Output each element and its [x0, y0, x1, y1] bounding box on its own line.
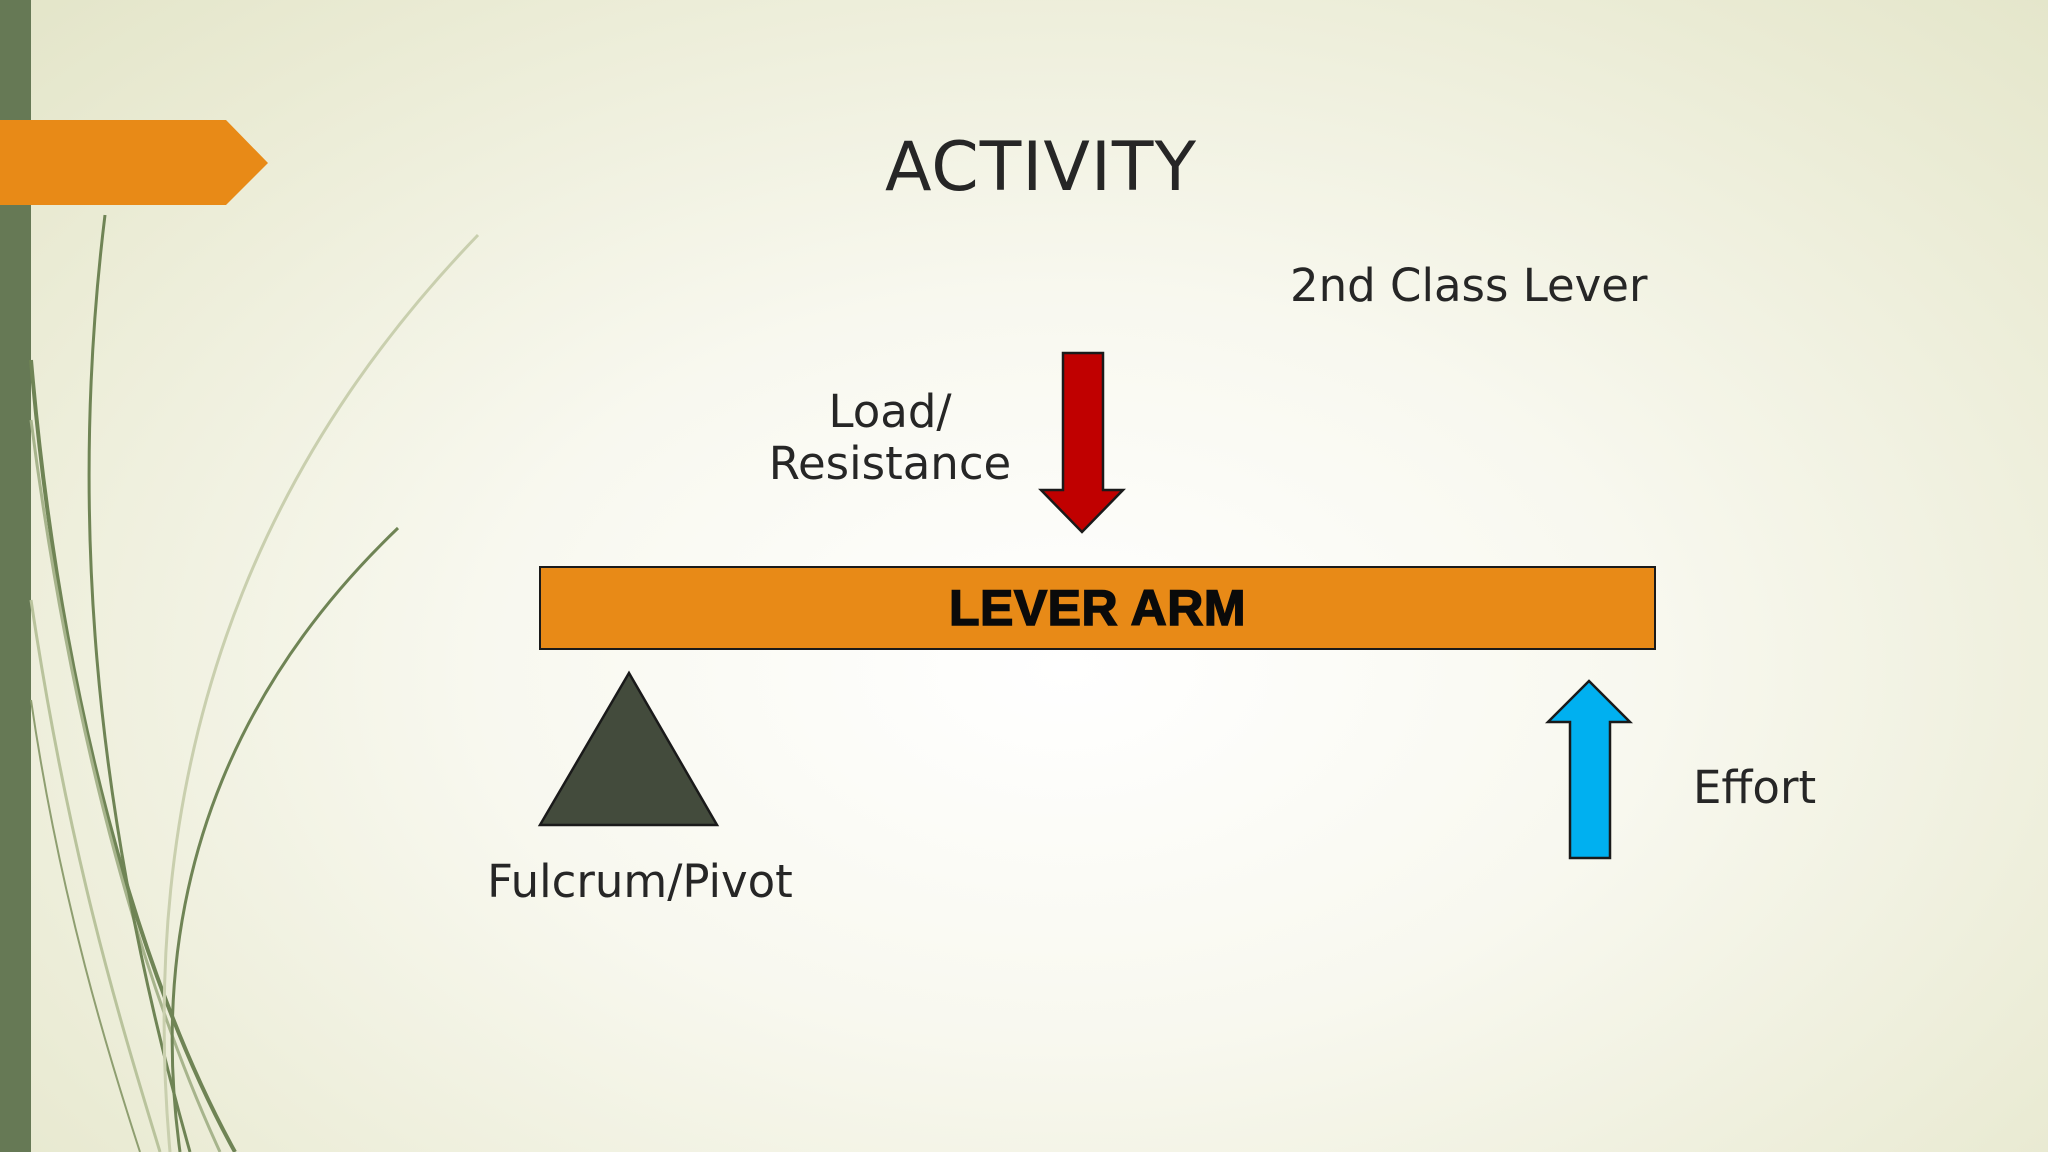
- grass-stroke: [30, 699, 141, 1152]
- load-label-line1: Load/: [828, 385, 952, 438]
- effort-label: Effort: [1693, 761, 1817, 814]
- effort-arrow-up-icon: [1544, 679, 1634, 860]
- grass-stroke: [29, 359, 237, 1152]
- lever-arm-bar: LEVER ARM: [539, 566, 1656, 650]
- slide-title: ACTIVITY: [884, 128, 1198, 207]
- load-label-line2: Resistance: [768, 437, 1012, 490]
- fulcrum-triangle-icon: [537, 670, 720, 827]
- lever-arm-label: LEVER ARM: [948, 579, 1247, 637]
- load-arrow-down-icon: [1038, 351, 1126, 534]
- grass-stroke: [87, 214, 192, 1152]
- fulcrum-label: Fulcrum/Pivot: [487, 855, 793, 908]
- grass-stroke: [162, 233, 480, 1152]
- decorative-grass-graphic: [0, 120, 480, 1152]
- orange-tab-arrow-icon: [0, 120, 268, 205]
- grass-stroke: [29, 419, 222, 1152]
- grass-stroke: [29, 599, 162, 1152]
- slide-subtitle: 2nd Class Lever: [1290, 259, 1648, 312]
- grass-stroke: [170, 526, 400, 1152]
- load-label: Load/ Resistance: [730, 386, 1050, 490]
